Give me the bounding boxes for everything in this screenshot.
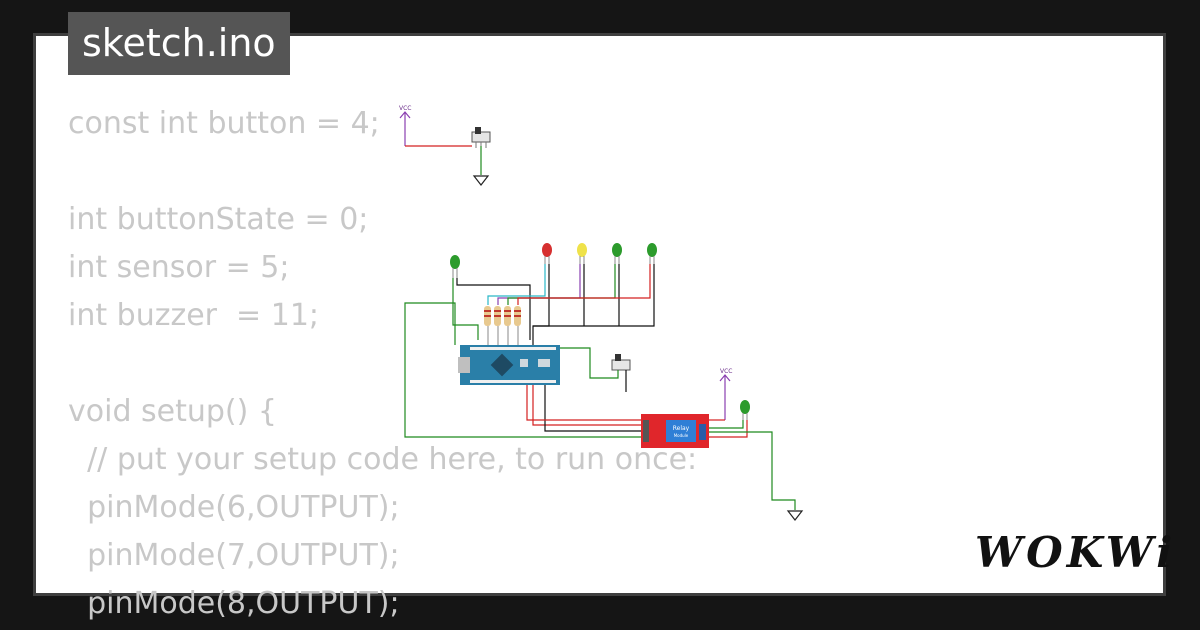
file-tab[interactable]: sketch.ino xyxy=(68,12,290,75)
code-line: void setup() { xyxy=(68,394,277,429)
wire-red xyxy=(709,420,748,438)
led-green xyxy=(612,243,622,264)
wire-green xyxy=(709,420,744,429)
slide-switch[interactable] xyxy=(471,127,491,148)
code-line: pinMode(6,OUTPUT); xyxy=(68,490,400,525)
led-green-left xyxy=(450,255,460,278)
wire-green xyxy=(404,302,641,438)
arduino-nano-board[interactable] xyxy=(458,345,560,385)
svg-text:VCC: VCC xyxy=(399,105,411,112)
code-line: pinMode(7,OUTPUT); xyxy=(68,538,400,573)
ground-symbol xyxy=(786,510,804,521)
svg-text:VCC: VCC xyxy=(720,368,732,375)
led-wires xyxy=(452,264,655,345)
vcc-symbol: VCC xyxy=(399,105,411,146)
wokwi-logo: WOKWi xyxy=(975,528,1177,577)
led-green-right xyxy=(647,243,657,264)
led-green-relay xyxy=(740,400,750,420)
code-line: pinMode(8,OUTPUT); xyxy=(68,586,400,621)
vcc-symbol: VCC xyxy=(719,368,732,420)
slide-switch-2[interactable] xyxy=(611,354,631,371)
code-line: const int button = 4; xyxy=(68,106,380,141)
led-red xyxy=(542,243,552,264)
relay-module[interactable]: Relay Module xyxy=(641,414,709,448)
relay-wires xyxy=(526,385,641,432)
code-line: int sensor = 5; xyxy=(68,250,290,285)
circuit-diagram: VCC xyxy=(399,105,804,521)
code-line: int buttonState = 0; xyxy=(68,202,369,237)
led-yellow xyxy=(577,243,587,264)
ground-symbol xyxy=(472,175,490,186)
svg-text:Module: Module xyxy=(674,433,689,438)
code-line: int buzzer = 11; xyxy=(68,298,320,333)
resistors xyxy=(484,306,521,345)
wire-green xyxy=(709,431,796,510)
wire-green xyxy=(560,347,619,379)
svg-text:Relay: Relay xyxy=(673,425,690,432)
preview-card: const int button = 4; int buttonState = 0… xyxy=(33,33,1166,621)
